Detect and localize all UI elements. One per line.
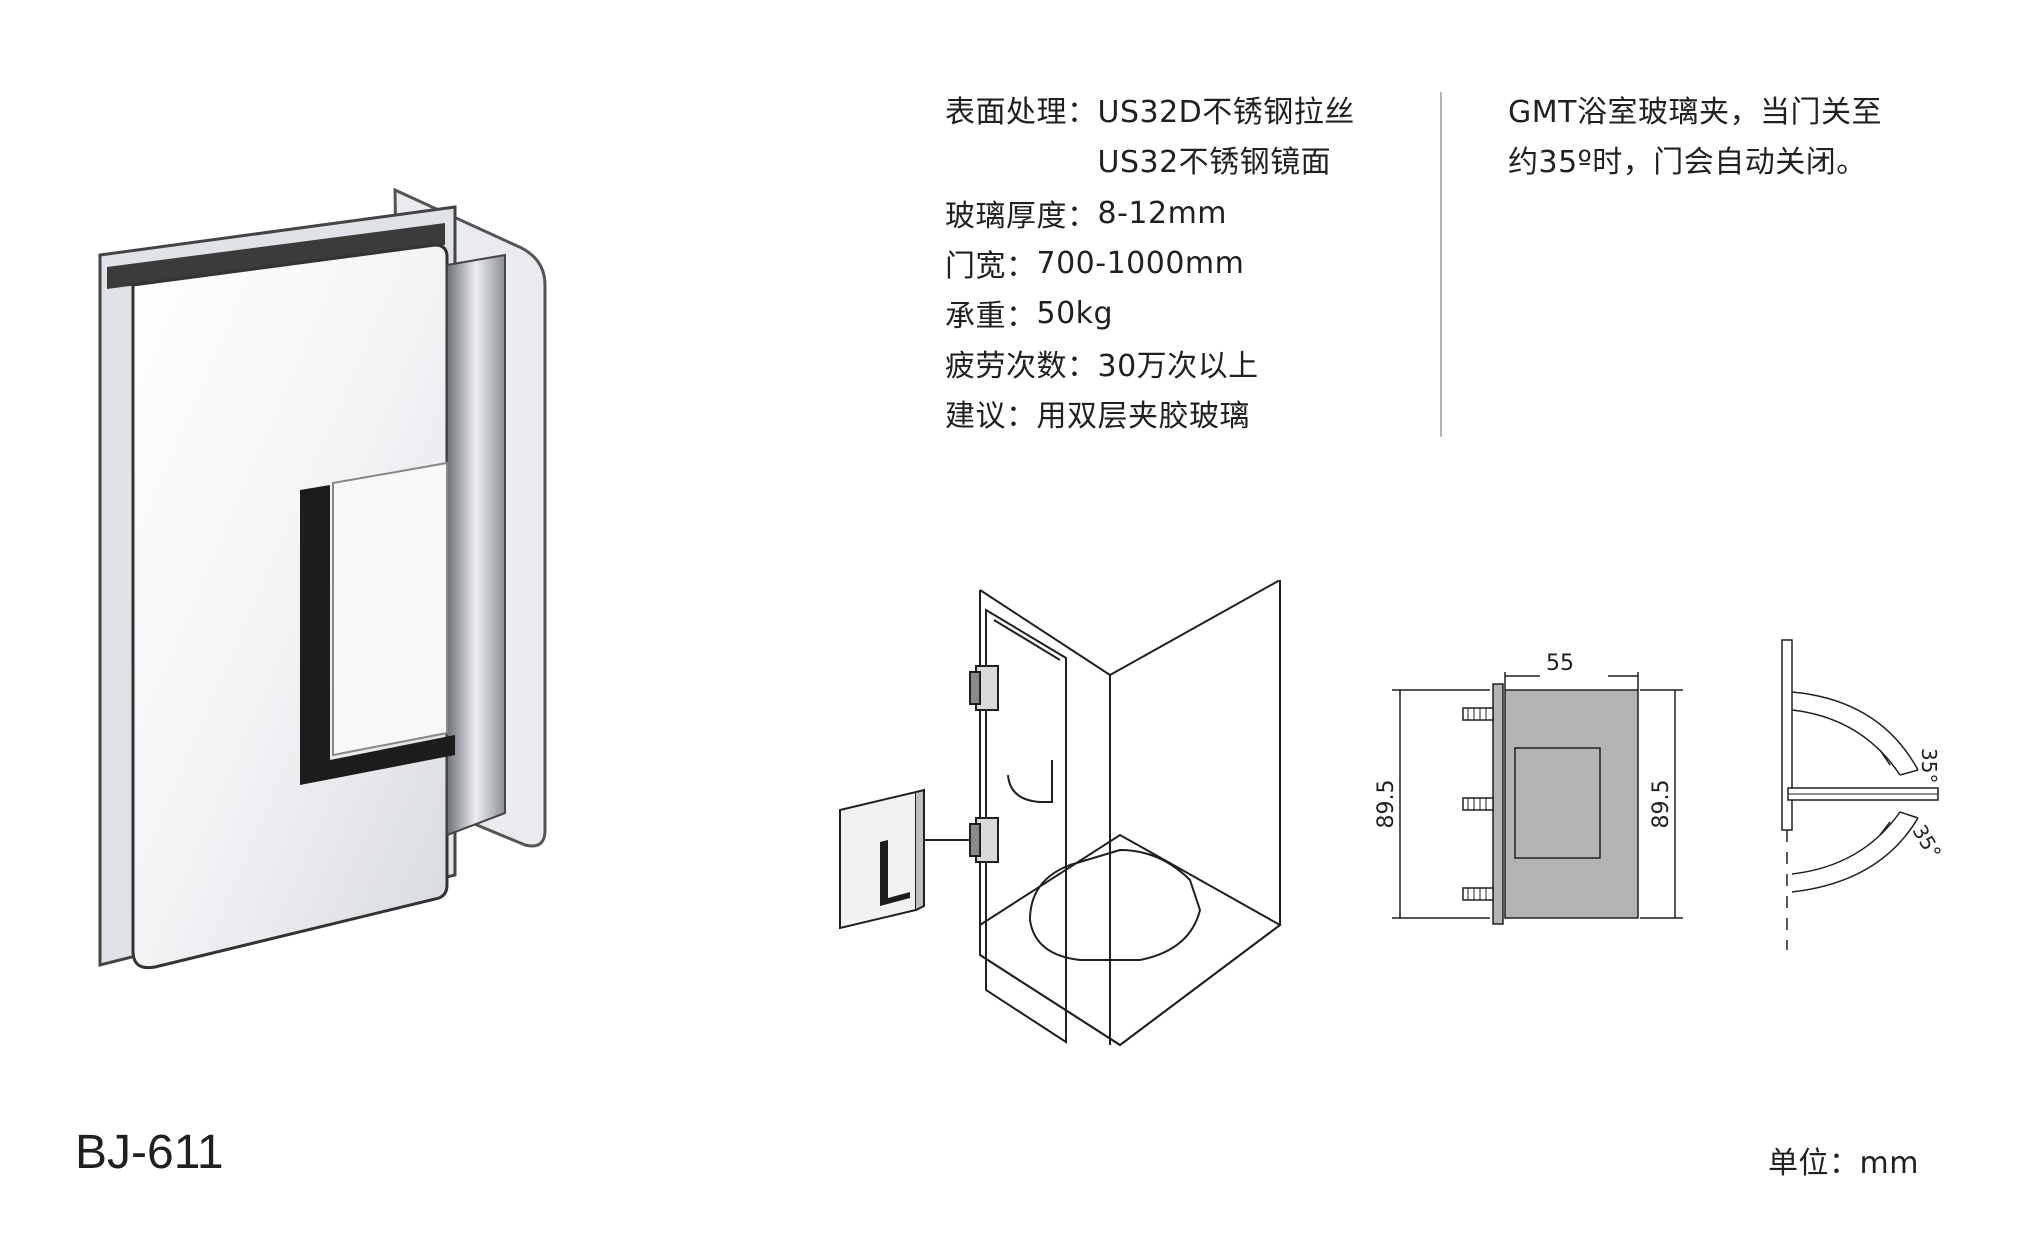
spec-fatigue: 疲劳次数： 30万次以上 bbox=[945, 338, 1435, 388]
spec-label: 建议： bbox=[945, 399, 1037, 434]
shower-installation-diagram bbox=[839, 580, 1282, 1047]
description-line: GMT浴室玻璃夹，当门关至 bbox=[1508, 95, 1882, 130]
dimension-height-right-label: 89.5 bbox=[1649, 780, 1674, 829]
dimension-width-label: 55 bbox=[1546, 651, 1574, 676]
swing-angle-upper-label: 35° bbox=[1917, 748, 1941, 783]
spec-value: 8-12mm bbox=[1097, 195, 1228, 231]
spec-value: 30万次以上 bbox=[1097, 349, 1259, 384]
swing-angle-diagram: 35° 35° bbox=[1781, 639, 1947, 950]
spec-value: 50kg bbox=[1036, 295, 1114, 331]
model-number: BJ-611 bbox=[75, 1126, 224, 1179]
spec-load: 承重： 50kg bbox=[945, 288, 1435, 338]
spec-label: 承重： bbox=[945, 299, 1037, 334]
spec-label: 表面处理： bbox=[945, 95, 1098, 130]
description-line: 约35º时，门会自动关闭。 bbox=[1508, 145, 1867, 180]
dimension-height-left-label: 89.5 bbox=[1374, 780, 1399, 829]
spec-door-width: 门宽： 700-1000mm bbox=[945, 238, 1435, 288]
spec-value: 用双层夹胶玻璃 bbox=[1036, 399, 1250, 434]
unit-label: 单位：mm bbox=[1768, 1146, 1919, 1181]
spec-advice: 建议： 用双层夹胶玻璃 bbox=[945, 388, 1435, 438]
spec-surface-finish: 表面处理： US32D不锈钢拉丝 US32不锈钢镜面 bbox=[945, 88, 1435, 188]
spec-value: US32D不锈钢拉丝 bbox=[1097, 95, 1355, 130]
spec-label: 疲劳次数： bbox=[945, 349, 1098, 384]
swing-angle-lower-label: 35° bbox=[1908, 821, 1947, 864]
spec-value: 700-1000mm bbox=[1036, 245, 1245, 281]
description: GMT浴室玻璃夹，当门关至 约35º时，门会自动关闭。 bbox=[1508, 88, 1948, 188]
spec-label: 玻璃厚度： bbox=[945, 199, 1098, 234]
spec-list: 表面处理： US32D不锈钢拉丝 US32不锈钢镜面 玻璃厚度： 8-12mm … bbox=[945, 88, 1435, 438]
spec-glass-thickness: 玻璃厚度： 8-12mm bbox=[945, 188, 1435, 238]
spec-value: US32不锈钢镜面 bbox=[1097, 145, 1332, 180]
vertical-divider bbox=[1440, 92, 1442, 437]
spec-label: 门宽： bbox=[945, 249, 1037, 284]
dimension-diagram: 55 89.5 89.5 bbox=[1374, 651, 1683, 925]
product-photo bbox=[98, 187, 547, 970]
